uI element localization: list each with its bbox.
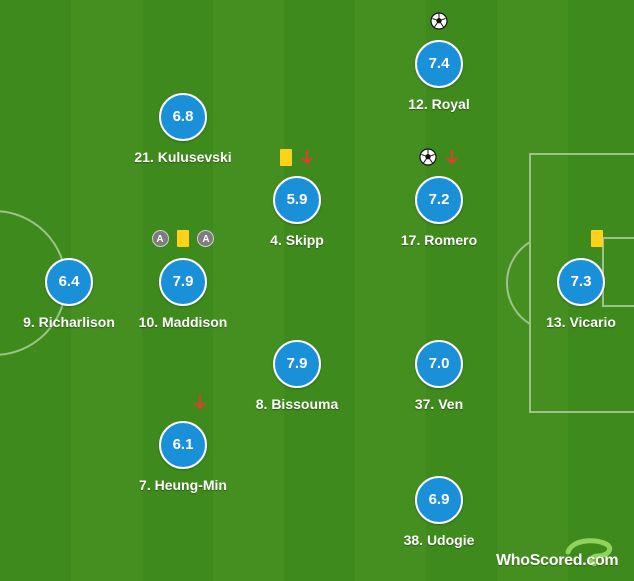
- rating-badge: 6.1: [159, 421, 207, 469]
- rating-badge: 7.9: [159, 258, 207, 306]
- assist-icon: A: [151, 230, 169, 248]
- player-events: [222, 148, 372, 170]
- rating-badge: 7.2: [415, 176, 463, 224]
- goal-ball-icon: [430, 12, 448, 30]
- player-name: 10. Maddison: [138, 314, 228, 330]
- sub-off-arrow-icon: [446, 150, 458, 165]
- sub-off-arrow-icon: [301, 150, 313, 165]
- player-name: 17. Romero: [400, 232, 478, 248]
- player-name: 4. Skipp: [270, 232, 324, 248]
- player-name: 7. Heung-Min: [139, 477, 227, 493]
- player-name: 37. Ven: [414, 396, 464, 412]
- yellow-card-icon: [177, 230, 189, 248]
- brand-name: WhoScored.com: [496, 552, 619, 570]
- brand-name-suffix: .com: [582, 552, 619, 569]
- player-name: 9. Richarlison: [23, 314, 115, 330]
- player-name: 8. Bissouma: [255, 396, 339, 412]
- rating-badge: 7.4: [415, 40, 463, 88]
- yellow-card-icon: [591, 230, 603, 248]
- goal-ball-icon: [419, 148, 437, 166]
- rating-badge: 7.3: [557, 258, 605, 306]
- player-events: [364, 148, 514, 170]
- player-name: 13. Vicario: [546, 314, 616, 330]
- rating-badge: 5.9: [273, 176, 321, 224]
- rating-badge: 7.0: [415, 340, 463, 388]
- rating-badge: 6.4: [45, 258, 93, 306]
- player-name: 38. Udogie: [403, 532, 475, 548]
- whoscored-logo-icon: [565, 538, 613, 566]
- rating-badge: 6.9: [415, 476, 463, 524]
- assist-icon: A: [197, 230, 215, 248]
- brand-name-main: WhoScored: [496, 552, 583, 569]
- player-events: [125, 393, 275, 415]
- player-events: [522, 230, 634, 252]
- rating-badge: 6.8: [159, 93, 207, 141]
- player-name: 21. Kulusevski: [134, 149, 232, 165]
- player-events: [364, 12, 514, 34]
- player-events: A A: [108, 230, 258, 252]
- rating-badge: 7.9: [273, 340, 321, 388]
- penalty-arc: [505, 241, 531, 325]
- yellow-card-icon: [279, 148, 292, 166]
- sub-off-arrow-icon: [194, 395, 206, 410]
- penalty-box: [529, 153, 634, 413]
- player-name: 12. Royal: [408, 96, 470, 112]
